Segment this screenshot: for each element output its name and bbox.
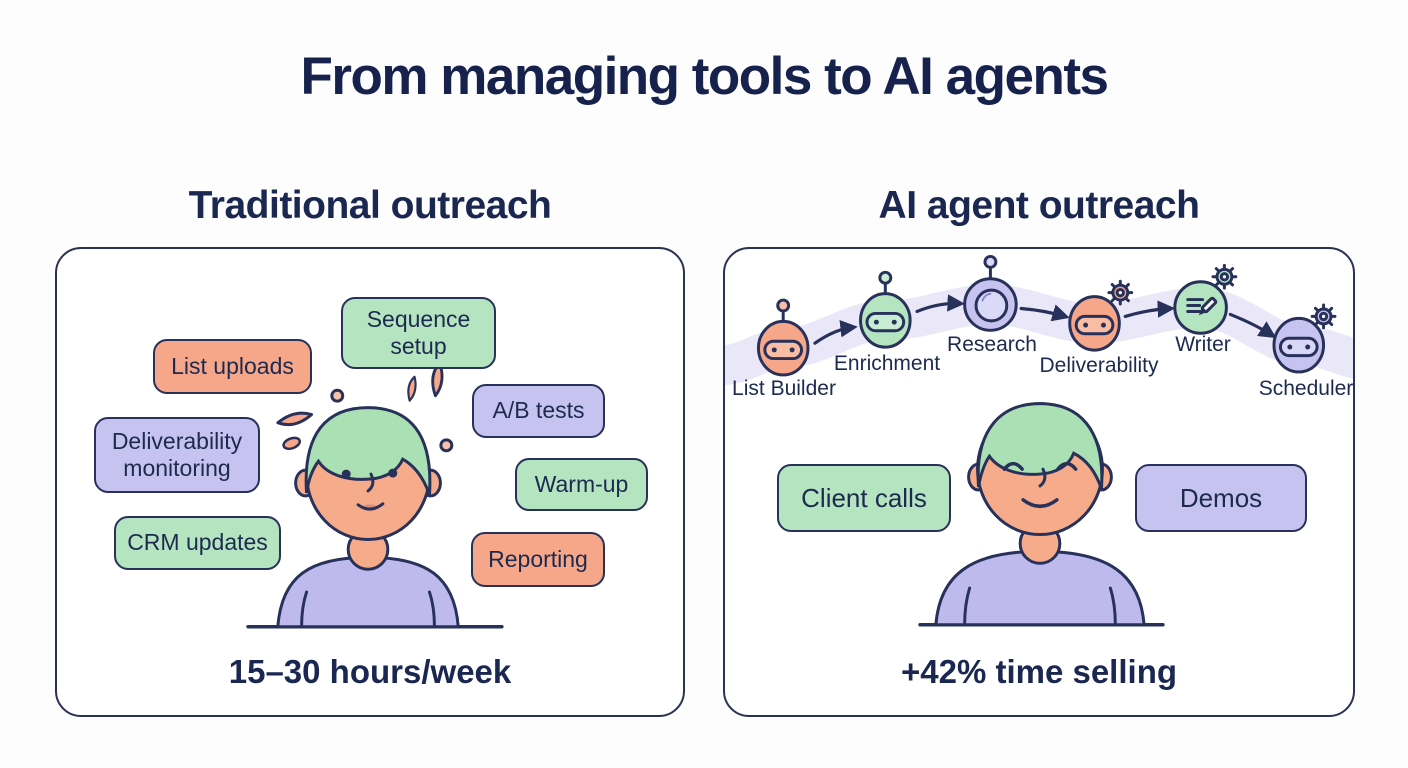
sleeve-seam (428, 590, 436, 629)
traditional-outreach-panel: Sequence setup List uploads A/B tests De… (55, 247, 685, 717)
agent-label-writer: Writer (1175, 333, 1231, 356)
closed-eye (1002, 461, 1024, 471)
sleeve-seam (300, 590, 309, 629)
task-chip-deliverability-monitoring: Deliverability monitoring (94, 417, 260, 493)
agent-label-deliverability: Deliverability (1039, 354, 1159, 377)
closed-eye (1056, 461, 1078, 471)
arrow-icon (813, 320, 858, 345)
eye (388, 468, 398, 478)
task-chip-ab-tests: A/B tests (472, 384, 605, 438)
smile (1021, 498, 1059, 509)
sweat-drop-icon (407, 375, 417, 402)
arrow-icon (1228, 312, 1277, 339)
eye (341, 469, 351, 479)
task-chip-reporting: Reporting (471, 532, 605, 587)
hair (976, 402, 1104, 490)
agent-label-research: Research (947, 333, 1037, 356)
left-stat: 15–30 hours/week (228, 653, 512, 690)
list-builder-robot-icon (756, 298, 810, 377)
agent-label-enrichment: Enrichment (833, 352, 941, 375)
ai-agent-outreach-panel: List Builder Enrichment Research Deliver… (723, 247, 1355, 717)
sleeve-seam (963, 586, 972, 627)
pipeline-arrows (813, 294, 1277, 345)
sleeve-seam (1108, 586, 1117, 627)
agent-label-list-builder: List Builder (732, 377, 836, 400)
activity-chip-client-calls: Client calls (777, 464, 951, 532)
right-stat: +42% time selling (900, 653, 1178, 690)
deliverability-robot-icon (1068, 295, 1121, 352)
nose (1038, 467, 1047, 488)
task-chip-warm-up: Warm-up (515, 458, 648, 511)
task-chip-list-uploads: List uploads (153, 339, 312, 394)
sweat-drop-icon (276, 411, 313, 427)
stress-marks (276, 361, 454, 453)
writer-document-icon (1173, 280, 1228, 335)
left-column-heading: Traditional outreach (188, 184, 552, 227)
arrow-icon (915, 294, 965, 314)
agent-label-scheduler: Scheduler (1258, 377, 1354, 400)
smile (356, 502, 385, 511)
stressed-person-illustration (246, 361, 504, 629)
agent-icons (756, 254, 1337, 377)
gear-icon (1310, 303, 1337, 330)
research-lens-icon (963, 254, 1018, 332)
task-chip-sequence-setup: Sequence setup (341, 297, 496, 369)
task-chip-crm-updates: CRM updates (114, 516, 281, 570)
activity-chip-demos: Demos (1135, 464, 1307, 532)
arrow-icon (1123, 300, 1176, 319)
gear-icon (1107, 279, 1134, 306)
gear-icon (1211, 263, 1238, 290)
arrow-icon (1019, 304, 1070, 322)
nose (366, 472, 375, 493)
person-stressed (276, 406, 460, 629)
scheduler-robot-icon (1272, 316, 1326, 374)
page-title: From managing tools to AI agents (300, 47, 1109, 106)
pencil-icon (1198, 296, 1218, 316)
agent-pipeline-illustration (725, 254, 1353, 627)
enrichment-robot-icon (859, 270, 912, 349)
person-happy (934, 402, 1146, 627)
hair (304, 406, 432, 496)
sweat-drop-icon (282, 436, 302, 451)
sweat-dot-icon (330, 388, 345, 403)
sweat-dot-icon (439, 438, 454, 453)
right-column-heading: AI agent outreach (878, 184, 1200, 227)
